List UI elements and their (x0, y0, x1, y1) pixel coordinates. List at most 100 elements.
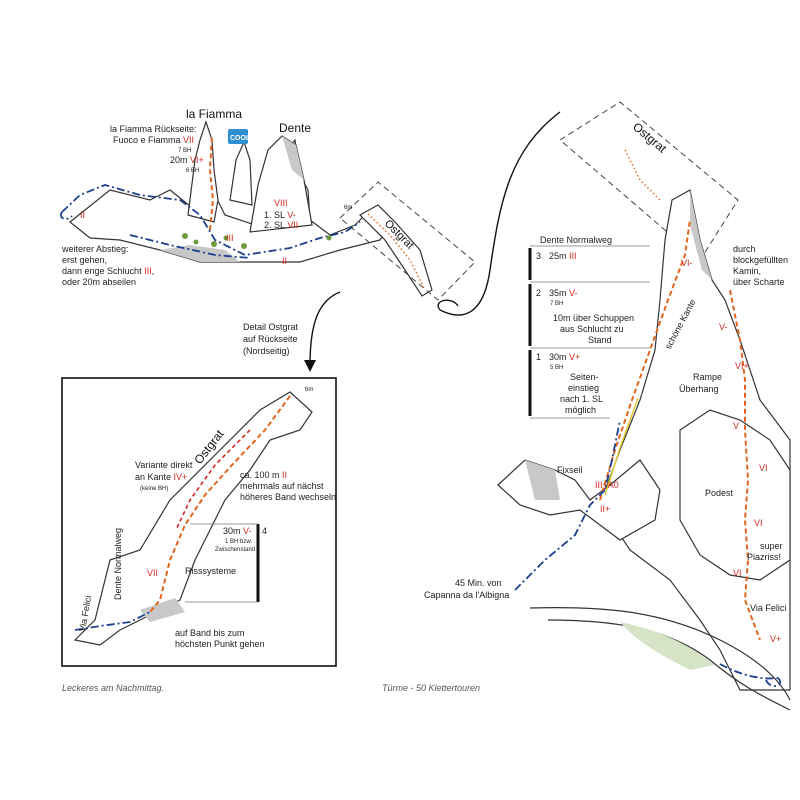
saddle-shade (525, 460, 560, 500)
abstieg-line1: weiterer Abstieg: (61, 244, 129, 254)
durch-line1: durch (733, 244, 756, 254)
ostgrat-big-label: Ostgrat (630, 120, 670, 156)
detail-arrowhead (304, 360, 316, 372)
d30-bh1: 1 BH bzw. (225, 539, 252, 545)
pitch-1-bh: 5 BH (550, 365, 563, 371)
pitch-2-desc3: Stand (588, 335, 612, 345)
pitch-1-desc1: Seiten- (570, 372, 599, 382)
normalweg-route (599, 219, 691, 501)
pitch-1-desc3: nach 1. SL (560, 394, 603, 404)
detail-label-2: auf Rückseite (243, 334, 298, 344)
grade-v-minus-right: V- (719, 322, 728, 332)
variante-line3: (keine BH) (140, 486, 168, 492)
dente-shade (282, 136, 304, 180)
risssysteme-label: Risssysteme (185, 566, 236, 576)
detail-box-small (339, 181, 476, 301)
overview-topo (60, 120, 476, 301)
via-felici-right-label: Via Felici (750, 603, 786, 613)
durch-line2: blockgefüllten (733, 255, 788, 265)
grade-viii: VIII (274, 198, 288, 208)
d30-bh2: Zwischenstand (215, 547, 255, 553)
ueberhang-label: Überhang (679, 384, 719, 394)
pitch-1-number: 1 (536, 352, 541, 362)
pitch-2-desc2: aus Schlucht zu (560, 324, 624, 334)
caption-center: Türme - 50 Klettertouren (382, 683, 480, 693)
minutes-line1: 45 Min. von (455, 578, 502, 588)
right-topo (497, 101, 791, 711)
variante-line1: Variante direkt (135, 460, 193, 470)
abstieg-line2: erst gehen, (62, 255, 107, 265)
pitch-1-desc2: einstieg (568, 383, 599, 393)
pitch-2-number: 2 (536, 288, 541, 298)
grade-v-right: V (733, 421, 739, 431)
ostgrat-small-tower (359, 204, 433, 297)
pitch-table (528, 245, 650, 419)
cool-badge (228, 129, 248, 144)
approach-path-right (514, 419, 621, 591)
grade-vi-right-1: VI (759, 463, 768, 473)
detail-path-bottom (74, 611, 151, 631)
minutes-line2: Capanna da l'Albigna (424, 590, 509, 600)
detail-label-1: Detail Ostgrat (243, 322, 299, 332)
sixm-label: 6m (344, 205, 352, 211)
right-block (679, 409, 791, 581)
pitch-2-bh: 7 BH (550, 301, 563, 307)
rampe-label: Rampe (693, 372, 722, 382)
fixseil-label: Fixseil (557, 465, 583, 475)
via-felici-route (729, 289, 761, 641)
fiamma-rueckseite-route: Fuoco e Fiamma VII (113, 135, 194, 145)
detail-arrow (309, 291, 341, 366)
iii-a0-label: III+A0 (595, 480, 619, 490)
normalweg-yellow (604, 397, 639, 496)
ostgrat-route-big (624, 149, 661, 201)
durch-line3: Kamin, (733, 266, 761, 276)
big-dashed-box (559, 101, 739, 261)
cool-badge-text: COOL (230, 135, 251, 142)
la-fiamma-label: la Fiamma (186, 107, 242, 121)
pitch-1-desc4: möglich (565, 405, 596, 415)
pitch-2-desc1: 10m über Schuppen (553, 313, 634, 323)
grade-v-plus-right: V+ (770, 634, 781, 644)
connector-hook (437, 299, 459, 311)
grade-vi-right-2: VI (754, 518, 763, 528)
detail-drawing (73, 391, 313, 646)
detail-route-variante (175, 429, 251, 531)
grade-ii-left: II (80, 210, 85, 220)
approach-hook (765, 677, 781, 687)
pitch-20m-label: 20m VI+ (170, 155, 204, 165)
tower-shade (690, 190, 712, 280)
dente-normalweg-title: Dente Normalweg (540, 235, 612, 245)
descent-path (129, 234, 251, 259)
bh-7-label: 7 BH (178, 148, 191, 154)
caption-left: Leckeres am Nachmittag. (62, 683, 164, 693)
abstieg-line4: oder 20m abseilen (62, 277, 136, 287)
approach-path-top (61, 184, 361, 256)
ca100-line3: höheres Band wechseln (240, 492, 336, 502)
grade-ii-mid: II (282, 256, 287, 266)
ca100-line1: ca. 100 m II (240, 470, 287, 480)
detail-route-ostgrat (149, 395, 291, 613)
detail-shade (140, 598, 185, 622)
pitch-1-label: 30m V+ (549, 352, 580, 362)
dente-label: Dente (279, 121, 311, 135)
durch-line4: über Scharte (733, 277, 785, 287)
variante-line2: an Kante IV+ (135, 472, 187, 482)
sl1-label: 1. SL V- (264, 210, 296, 220)
pitch-3-label: 25m III (549, 251, 577, 261)
meadow (620, 622, 715, 670)
grade-iii-left: III (226, 233, 234, 243)
approach-path-bottom (719, 663, 779, 680)
d-pitch-number: 4 (262, 526, 267, 536)
pitch-2-label: 35m V- (549, 288, 578, 298)
super-line1: super (760, 541, 783, 551)
sl2-label: 2. SL VII (264, 220, 298, 230)
ca100-line2: mehrmals auf nächst (240, 481, 324, 491)
grass-patches (182, 233, 332, 249)
ii-plus-label: II+ (600, 504, 610, 514)
dente-normalweg-vertical: Dente Normalweg (113, 528, 123, 600)
grade-vi-minus-top: VI- (681, 258, 693, 268)
podest-label: Podest (705, 488, 734, 498)
super-line2: Piazriss! (747, 552, 781, 562)
